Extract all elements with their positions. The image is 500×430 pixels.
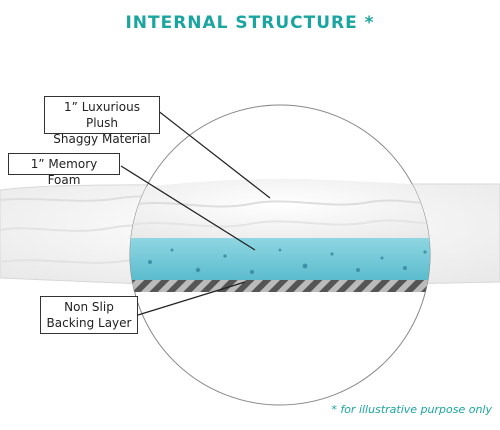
backing-label-line-2: Backing Layer [46, 316, 132, 330]
plush-label-line-1: 1” Luxurious Plush [64, 100, 140, 130]
backing-label-line-1: Non Slip [64, 300, 114, 314]
plush-layer-label: 1” Luxurious Plush Shaggy Material [44, 96, 160, 146]
leader-lines [120, 109, 271, 316]
backing-layer-label: Non Slip Backing Layer [40, 296, 138, 334]
foam-label-line-1: 1” Memory Foam [30, 157, 98, 187]
foam-layer-label: 1” Memory Foam [8, 153, 120, 187]
illustrative-footnote: * for illustrative purpose only [331, 403, 492, 416]
diagram-title: INTERNAL STRUCTURE * [125, 13, 375, 33]
foam-leader-line [120, 165, 256, 251]
magnified-cross-section [129, 104, 431, 406]
plush-leader-line [156, 109, 271, 199]
backing-leader-line [137, 281, 246, 316]
plush-label-line-2: Shaggy Material [53, 132, 151, 146]
